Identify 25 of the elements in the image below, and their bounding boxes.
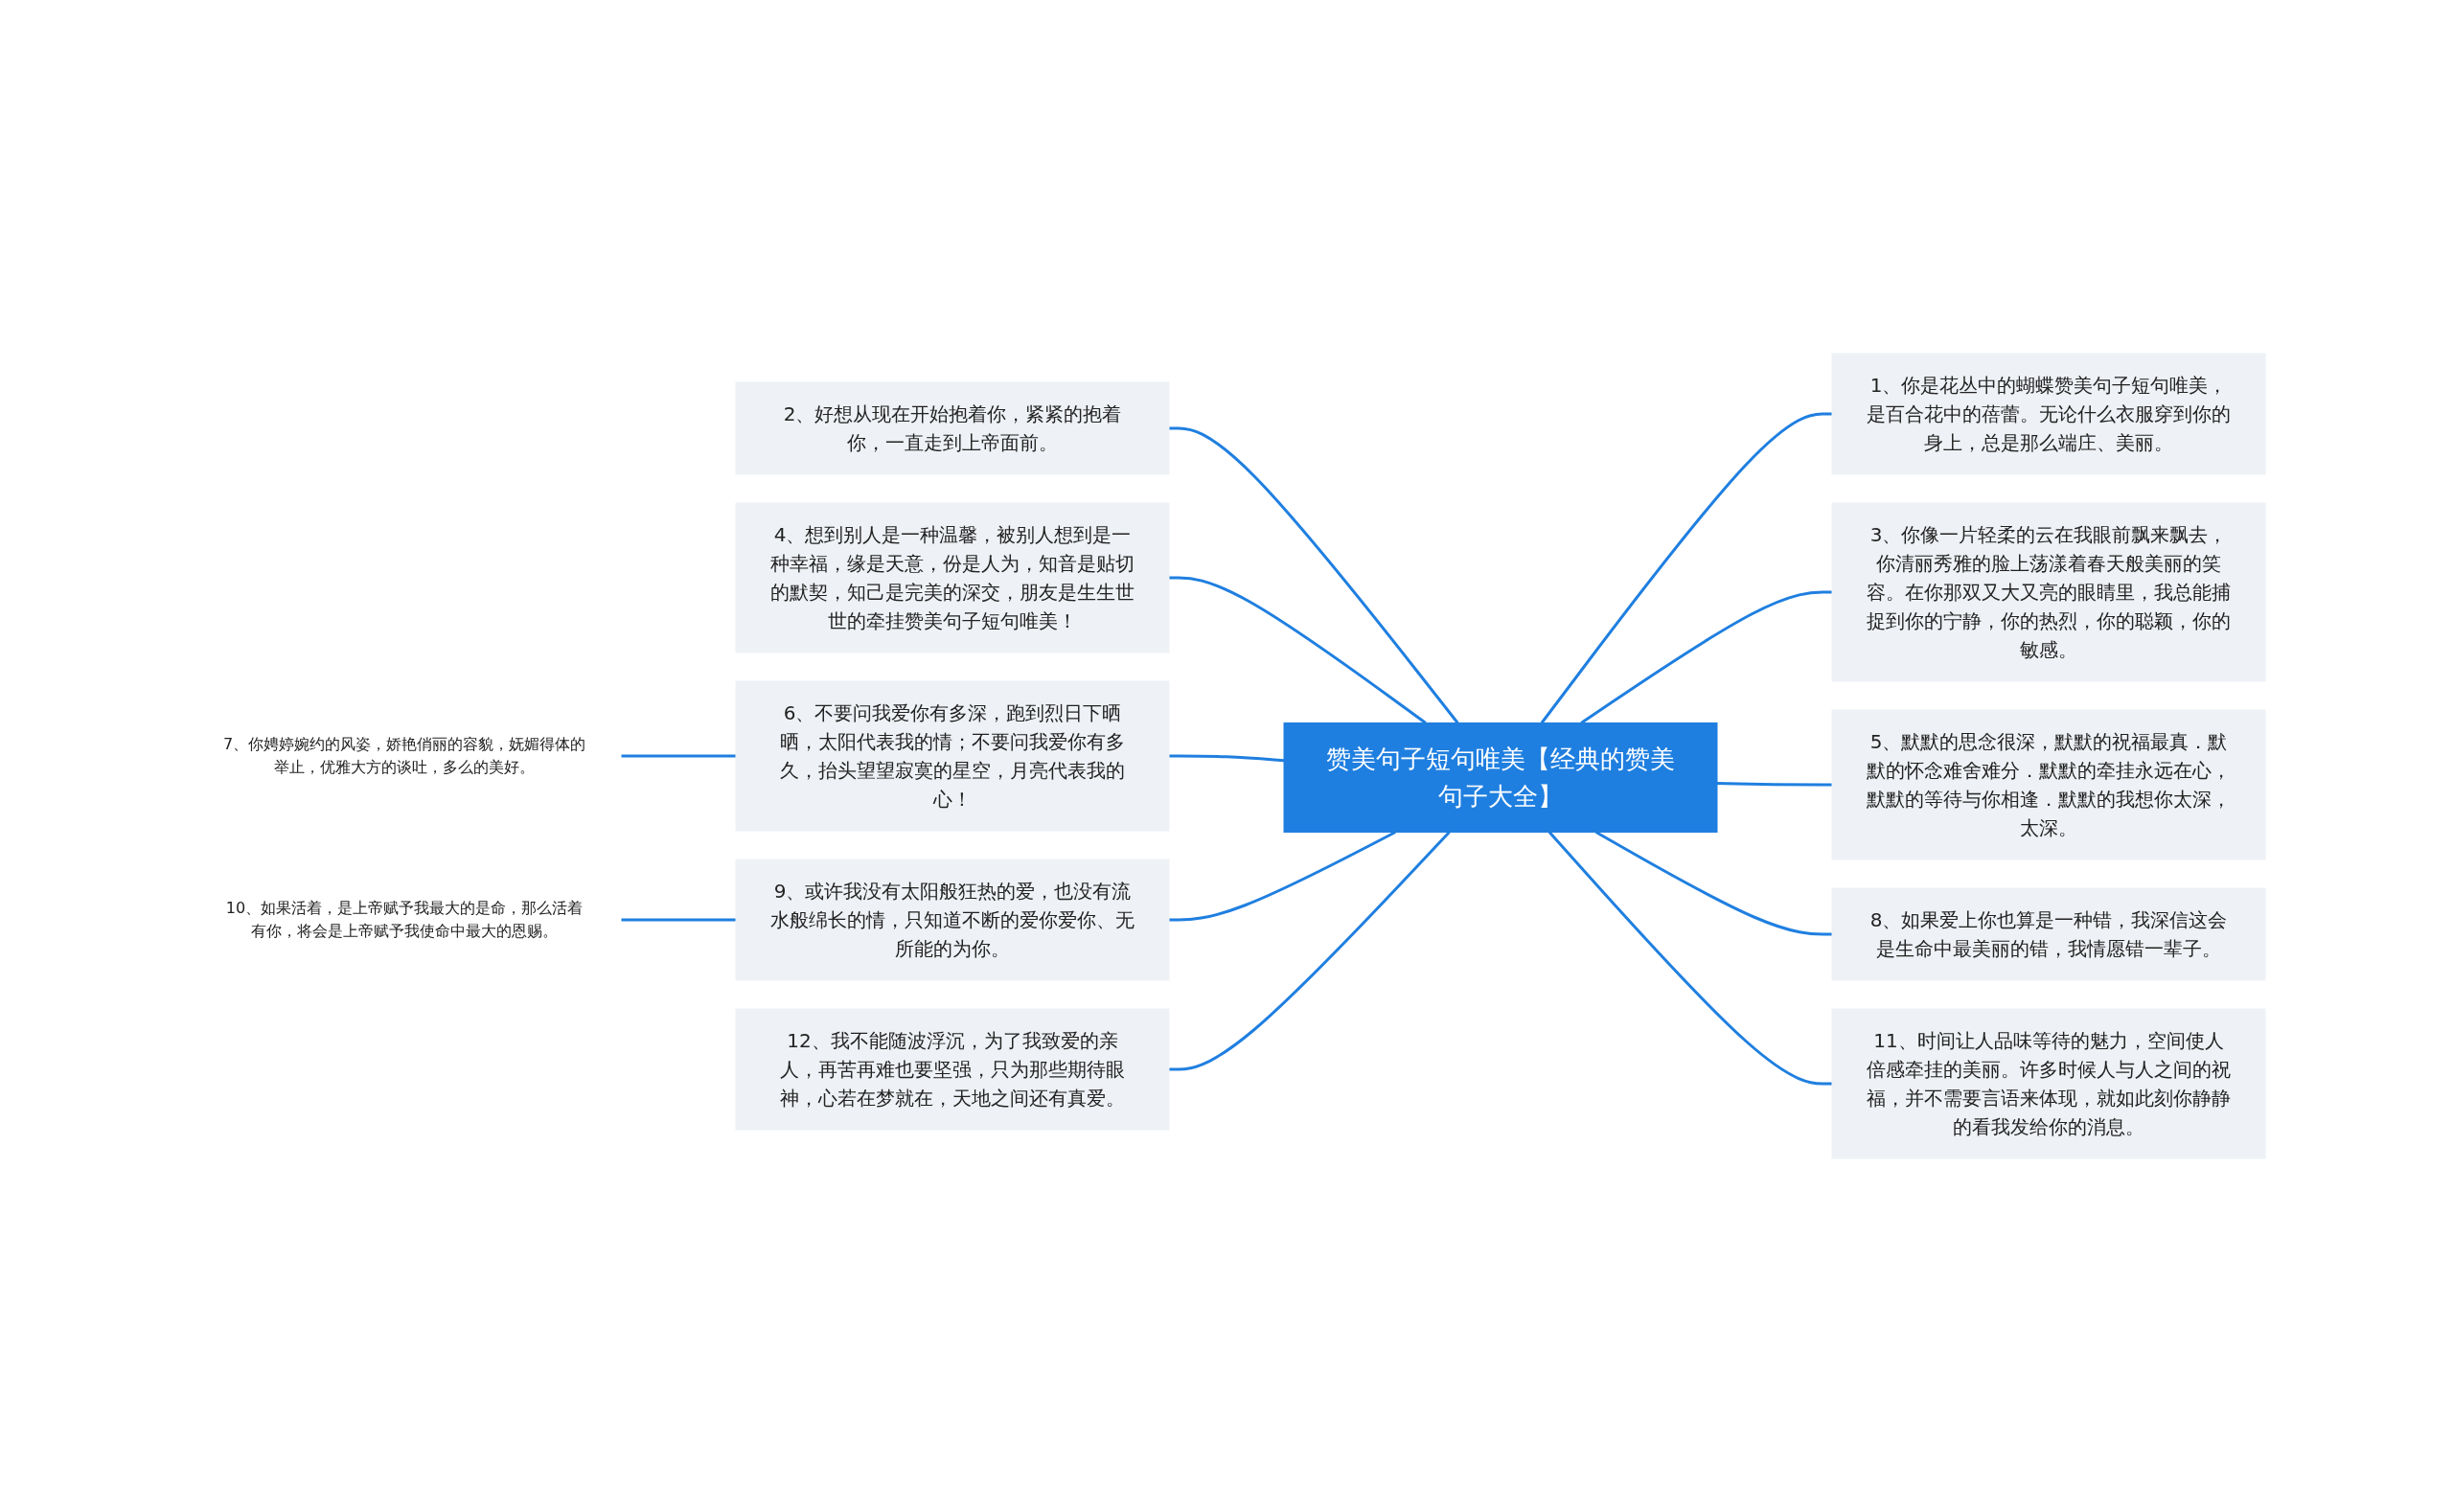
connector bbox=[1716, 781, 1832, 787]
connector bbox=[1169, 754, 1285, 763]
connector bbox=[1169, 576, 1427, 724]
node-box: 3、你像一片轻柔的云在我眼前飘来飘去，你清丽秀雅的脸上荡漾着春天般美丽的笑容。在你那双又大又亮的眼睛里，我总能捕捉到你的宁静，你的热烈，你的聪颖，你的敏感。 bbox=[1831, 502, 2266, 682]
node-text: 7、你娉婷婉约的风姿，娇艳俏丽的容貌，妩媚得体的举止，优雅大方的谈吐，多么的美好。 bbox=[222, 735, 586, 776]
node-box: 9、或许我没有太阳般狂热的爱，也没有流水般绵长的情，只知道不断的爱你爱你、无所能的为你。 bbox=[735, 859, 1170, 981]
node-box: 12、我不能随波浮沉，为了我致爱的亲人，再苦再难也要坚强，只为那些期待眼神，心若在梦就在，天地之间还有真爱。 bbox=[735, 1008, 1170, 1131]
connector bbox=[1580, 590, 1832, 724]
node-box: 4、想到别人是一种温馨，被别人想到是一种幸福，缘是天意，份是人为，知音是贴切的默契，知己是完美的深交，朋友是生生世世的牵挂赞美句子短句唯美！ bbox=[735, 502, 1170, 653]
connector bbox=[1547, 831, 1832, 1086]
connector bbox=[621, 918, 736, 922]
node-box: 赞美句子短句唯美【经典的赞美句子大全】 bbox=[1283, 722, 1718, 833]
connector bbox=[1540, 412, 1832, 724]
node-box: 5、默默的思念很深，默默的祝福最真．默默的怀念难舍难分．默默的牵挂永远在心，默默的等待与你相逢．默默的我想你太深，太深。 bbox=[1831, 709, 2266, 860]
node-box: 1、你是花丛中的蝴蝶赞美句子短句唯美，是百合花中的蓓蕾。无论什么衣服穿到你的身上，总是那么端庄、美丽。 bbox=[1831, 353, 2266, 475]
node-box: 6、不要问我爱你有多深，跑到烈日下晒晒，太阳代表我的情；不要问我爱你有多久，抬头望望寂寞的星空，月亮代表我的心！ bbox=[735, 680, 1170, 832]
node-box: 11、时间让人品味等待的魅力，空间使人倍感牵挂的美丽。许多时候人与人之间的祝福，并不需要言语来体现，就如此刻你静静的看我发给你的消息。 bbox=[1831, 1008, 2266, 1159]
connector bbox=[1169, 426, 1459, 724]
connector bbox=[621, 754, 736, 758]
connector bbox=[1169, 831, 1451, 1071]
node-box: 2、好想从现在开始抱着你，紧紧的抱着你，一直走到上帝面前。 bbox=[735, 381, 1170, 475]
node-box: 8、如果爱上你也算是一种错，我深信这会是生命中最美丽的错，我情愿错一辈子。 bbox=[1831, 887, 2266, 981]
node-text: 10、如果活着，是上帝赋予我最大的是命，那么活着有你，将会是上帝赋予我使命中最大的恩赐。 bbox=[225, 899, 584, 940]
connector bbox=[1169, 831, 1396, 922]
connector bbox=[1594, 831, 1832, 936]
